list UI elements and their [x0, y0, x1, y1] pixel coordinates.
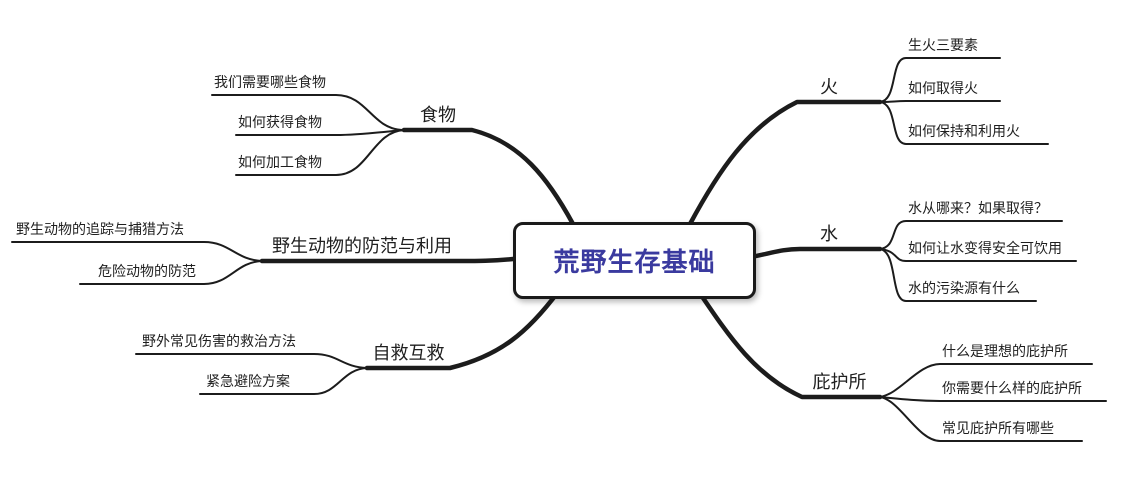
subtopic-food-1[interactable]: 如何获得食物 [238, 114, 322, 130]
subtopic-water-2[interactable]: 水的污染源有什么 [908, 280, 1020, 296]
subbranch-line-fire-0 [879, 57, 1001, 103]
subtopic-animals-0[interactable]: 野生动物的追踪与捕猎方法 [16, 221, 184, 237]
topic-water[interactable]: 水 [820, 224, 838, 244]
subtopic-water-1[interactable]: 如何让水变得安全可饮用 [908, 240, 1062, 256]
subtopic-fire-1[interactable]: 如何取得火 [908, 80, 978, 96]
subbranch-line-shelter-0 [879, 363, 1093, 398]
subbranch-line-food-2 [235, 129, 405, 176]
subbranch-line-water-0 [879, 220, 1063, 250]
subtopic-food-2[interactable]: 如何加工食物 [238, 154, 322, 170]
subbranch-line-animals-0 [11, 241, 263, 262]
subtopic-shelter-2[interactable]: 常见庇护所有哪些 [942, 420, 1054, 436]
branch-line-fire [687, 99, 883, 227]
subbranch-line-shelter-2 [879, 396, 1083, 442]
subtopic-shelter-0[interactable]: 什么是理想的庇护所 [942, 343, 1068, 359]
subbranch-line-fire-2 [879, 101, 1049, 145]
subtopic-fire-2[interactable]: 如何保持和利用火 [908, 123, 1020, 139]
subbranch-line-food-0 [211, 94, 405, 131]
subbranch-line-shelter-1 [879, 396, 1107, 402]
topic-food[interactable]: 食物 [420, 105, 456, 125]
subtopic-food-0[interactable]: 我们需要哪些食物 [214, 74, 326, 90]
topic-shelter[interactable]: 庇护所 [812, 372, 867, 392]
branch-line-rescue [364, 289, 561, 371]
subtopic-fire-0[interactable]: 生火三要素 [908, 37, 978, 53]
subbranch-line-water-1 [879, 248, 1077, 262]
branch-line-animals [259, 256, 516, 264]
subtopic-animals-1[interactable]: 危险动物的防范 [98, 263, 196, 279]
topic-rescue[interactable]: 自救互救 [372, 343, 445, 363]
subbranch-line-rescue-1 [199, 367, 368, 395]
topic-animals[interactable]: 野生动物的防范与利用 [272, 236, 452, 256]
subbranch-line-rescue-0 [135, 353, 368, 369]
subtopic-water-0[interactable]: 水从哪来？如果取得？ [908, 200, 1048, 216]
subtopic-rescue-0[interactable]: 野外常见伤害的救治方法 [142, 333, 296, 349]
topic-fire[interactable]: 火 [820, 77, 838, 97]
subbranch-line-animals-1 [79, 260, 263, 285]
branch-line-water [748, 246, 883, 260]
branch-line-shelter [696, 289, 883, 400]
subbranch-line-water-2 [879, 248, 1037, 302]
subbranch-line-fire-1 [879, 100, 1001, 103]
subtopic-shelter-1[interactable]: 你需要什么样的庇护所 [942, 380, 1082, 396]
subtopic-rescue-1[interactable]: 紧急避险方案 [206, 373, 290, 389]
branch-line-food [401, 127, 576, 227]
central-topic[interactable]: 荒野生存基础 [513, 222, 756, 299]
